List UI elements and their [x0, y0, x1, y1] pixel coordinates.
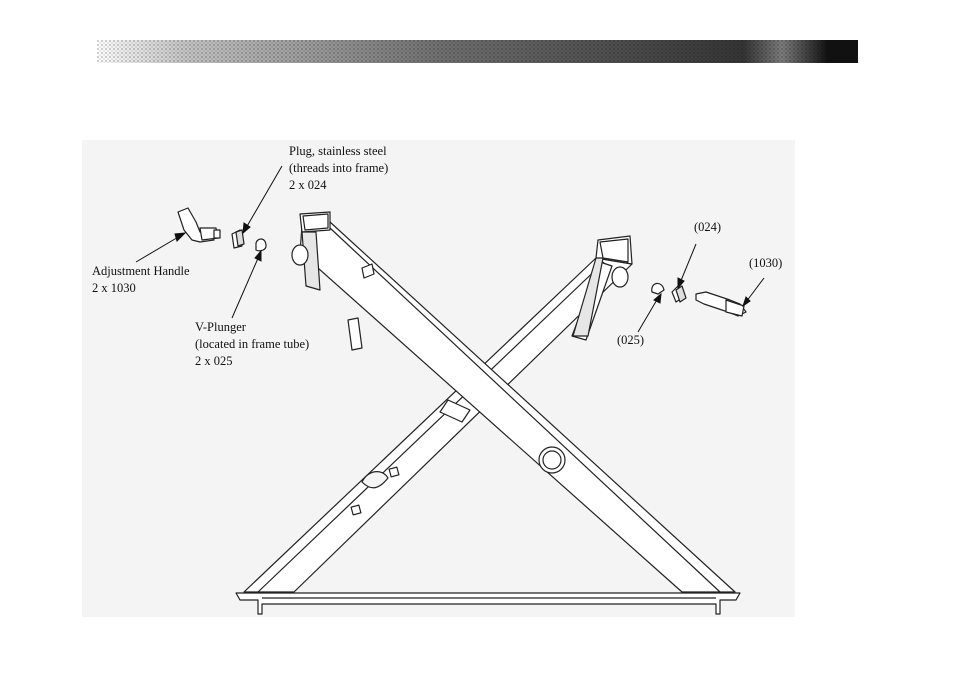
plunger-label: V-Plunger (located in frame tube) 2 x 02…	[195, 319, 309, 370]
plug-label-line2: (threads into frame)	[289, 161, 389, 175]
handle-label: Adjustment Handle 2 x 1030	[92, 263, 190, 297]
left-handle-part	[177, 207, 221, 243]
leader-arrows	[135, 165, 765, 333]
plug-label: Plug, stainless steel (threads into fram…	[289, 143, 388, 194]
left-plunger-part	[255, 238, 267, 252]
header-band	[97, 40, 858, 63]
handle-label-line1: Adjustment Handle	[92, 264, 190, 278]
callout-025-arrow	[637, 292, 662, 333]
rear-leg	[243, 235, 633, 593]
plunger-label-line2: (located in frame tube)	[195, 337, 310, 351]
handle-label-line2: 2 x 1030	[92, 281, 136, 295]
plug-label-line3: 2 x 024	[289, 178, 327, 192]
plug-label-line1: Plug, stainless steel	[289, 144, 387, 158]
right-plug-part	[671, 285, 687, 303]
handle-arrow	[135, 232, 187, 263]
right-plunger-part	[651, 282, 665, 295]
callout-024-label: (024)	[694, 220, 722, 234]
left-plug-part	[231, 229, 245, 249]
front-leg	[291, 211, 736, 593]
callout-1030-arrow	[742, 277, 765, 308]
callout-1030-label: (1030)	[749, 256, 783, 270]
callout-025-label: (025)	[617, 333, 645, 347]
callout-024-arrow	[677, 243, 697, 290]
plug-arrow	[242, 165, 283, 235]
right-handle-part	[695, 291, 747, 317]
plunger-label-line1: V-Plunger	[195, 320, 246, 334]
plunger-arrow	[231, 249, 262, 319]
plunger-label-line3: 2 x 025	[195, 354, 233, 368]
base-rail	[235, 592, 741, 615]
